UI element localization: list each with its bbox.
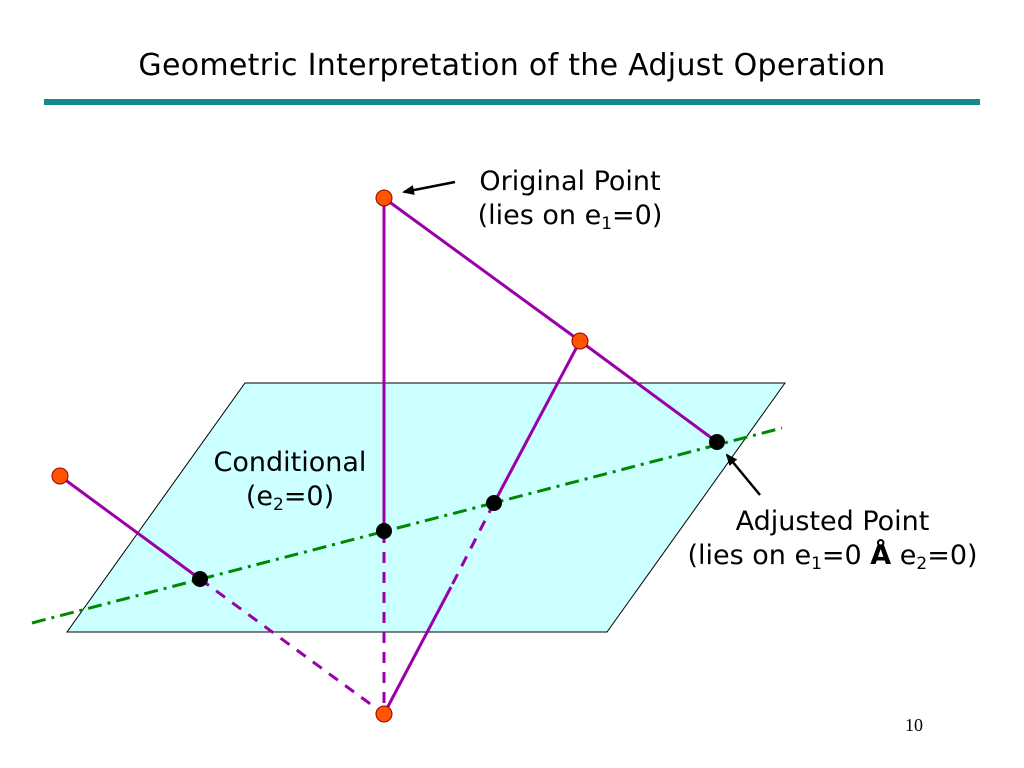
- conditional-label-line2: (e2=0): [195, 480, 385, 514]
- adjusted-point-mid: [486, 495, 502, 511]
- page-number: 10: [905, 715, 923, 735]
- adjusted-label-sub1: 1: [811, 554, 822, 574]
- original-point-left: [51, 467, 69, 485]
- original-point-bottom: [375, 705, 393, 723]
- original-label-text: (lies on e: [477, 200, 602, 231]
- dashed-right-to-bottom: [449, 502, 496, 588]
- segment-top-to-right: [383, 196, 581, 343]
- conditional-label-line1: Conditional: [213, 447, 367, 478]
- adjusted-label-text: (lies on e: [687, 540, 812, 571]
- original-point-label-line1: Original Point: [479, 166, 661, 197]
- adjusted-label-sub2: 2: [916, 554, 928, 574]
- slide-title: Geometric Interpretation of the Adjust O…: [138, 48, 886, 83]
- title-underline: [44, 99, 980, 105]
- adjusted-point-label-line2: (lies on e1=0 Å e2=0): [665, 539, 1000, 573]
- intersection-line: [31, 426, 783, 625]
- adjusted-label-mid2: e: [891, 540, 917, 571]
- conditional-label-text: (e: [245, 481, 273, 512]
- conditional-label-post: =0): [283, 481, 335, 512]
- adjusted-point-label: Adjusted Point (lies on e1=0 Å e2=0): [665, 505, 1000, 573]
- adjusted-point-label-line1: Adjusted Point: [735, 506, 930, 537]
- adjusted-point-left: [192, 571, 208, 587]
- original-point-label: Original Point (lies on e1=0): [450, 165, 690, 233]
- adjusted-label-symbol: Å: [870, 540, 892, 571]
- original-point-arrow: [402, 180, 456, 195]
- original-point-label-line2: (lies on e1=0): [450, 199, 690, 233]
- original-label-post: =0): [612, 200, 663, 231]
- adjusted-label-mid: =0: [821, 540, 871, 571]
- adjusted-label-post: =0): [927, 540, 978, 571]
- segment-right-to-plane: [492, 340, 582, 504]
- original-point-right: [571, 332, 589, 350]
- segment-left-to-plane: [59, 474, 201, 581]
- conditional-label-sub: 2: [272, 495, 284, 515]
- adjusted-point-arrow: [725, 453, 761, 496]
- original-point-top: [375, 189, 393, 207]
- dashed-left-to-bottom: [199, 577, 385, 716]
- segment-bottom-to-right: [382, 586, 453, 715]
- conditional-label: Conditional (e2=0): [195, 446, 385, 514]
- adjusted-point-right: [709, 434, 725, 450]
- conditional-plane: [66, 382, 786, 633]
- segment-right-to-adjusted: [579, 339, 718, 444]
- original-label-sub: 1: [601, 214, 613, 234]
- adjusted-point-center: [376, 523, 392, 539]
